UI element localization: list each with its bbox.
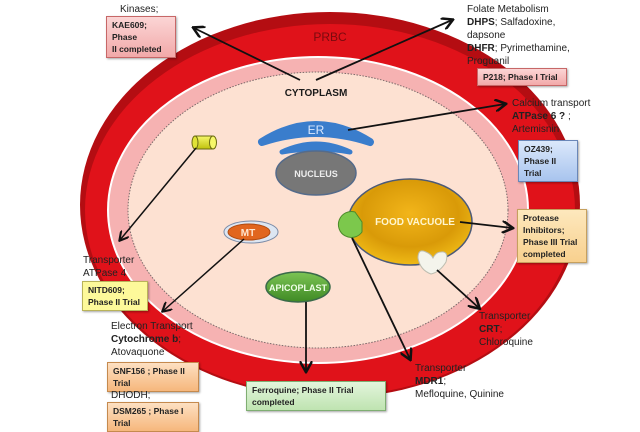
- calcium-drug: Artemisnin: [512, 124, 560, 135]
- protease-line1: Protease: [523, 213, 559, 223]
- mitochondrion: [227, 223, 271, 241]
- food-vacuole-label: FOOD VACUOLE: [375, 217, 455, 228]
- apicoplast-drug-line2: completed: [252, 397, 295, 407]
- atpase4-drug-box: NITD609; Phase II Trial: [82, 281, 148, 311]
- calcium-target-label: Calcium transport ATPase 6 ? ; Artemisni…: [512, 97, 590, 136]
- mdr1-name: MDR1: [415, 376, 444, 387]
- atpase4-channel-right-cap: [209, 135, 217, 150]
- cytochrome-b-suffix: ;: [178, 334, 182, 345]
- atpase6-name: ATPase 6 ?: [512, 111, 566, 122]
- folate-title: Folate Metabolism: [467, 4, 549, 15]
- atpase4-target-label: Transporter ATPase 4: [83, 254, 134, 280]
- er-organelle-lower: [279, 141, 353, 155]
- crt-target-label: Transporter CRT; Chloroquine: [479, 310, 533, 349]
- cytoplasm-label: CYTOPLASM: [285, 88, 348, 99]
- calcium-title: Calcium transport: [512, 98, 591, 109]
- kinases-drug-line1: KAE609; Phase: [112, 20, 147, 42]
- crt-suffix: ;: [499, 324, 503, 335]
- dhfr-name: DHFR: [467, 43, 495, 54]
- apicoplast-drug-box: Ferroquine; Phase II Trial completed: [246, 381, 386, 411]
- arrow-atpase4: [120, 147, 197, 240]
- apicoplast-drug-line1: Ferroquine; Phase II Trial: [252, 385, 354, 395]
- crt-name: CRT: [479, 324, 500, 335]
- electron-line1: Electron Transport: [111, 321, 193, 332]
- er-label: ER: [308, 123, 325, 137]
- atpase4-channel-left-cap: [191, 135, 199, 150]
- electron-target-label: Electron Transport Cytochrome b; Atovaqu…: [111, 320, 193, 359]
- cytochrome-b-name: Cytochrome b: [111, 334, 179, 345]
- dhps-drugs: ; Salfadoxine,: [494, 17, 556, 28]
- calcium-drug-line1: OZ439;: [524, 144, 553, 154]
- dhps-drugs-cont: dapsone: [467, 30, 506, 41]
- mdr1-suffix: ;: [443, 376, 447, 387]
- dhps-name: DHPS: [467, 17, 495, 28]
- mdr1-transporter-icon: [337, 211, 363, 238]
- atpase4-drug-line1: NITD609;: [88, 285, 125, 295]
- calcium-drug-box: OZ439; Phase II Trial: [518, 140, 578, 182]
- kinases-label: Kinases;: [120, 4, 159, 15]
- apicoplast: [265, 271, 331, 303]
- cytoplasm-region: [127, 71, 509, 349]
- mdr1-target-label: Transporter MDR1; Mefloquine, Quinine: [415, 362, 504, 401]
- dhfr-drugs: ; Pyrimethamine,: [494, 43, 570, 54]
- protease-drug-box: Protease Inhibitors; Phase III Trial com…: [517, 209, 587, 263]
- dhodh-drug-line1: DSM265 ; Phase I Trial: [113, 406, 184, 428]
- arrow-crt: [436, 269, 479, 308]
- calcium-drug-line2: Phase II Trial: [524, 156, 557, 178]
- arrow-kinases: [194, 28, 301, 81]
- arrow-mdr1: [351, 237, 410, 359]
- atpase4-drug-line2: Phase II Trial: [88, 297, 140, 307]
- arrow-electron: [163, 238, 245, 311]
- crt-line1: Transporter: [479, 311, 531, 322]
- crt-drug: Chloroquine: [479, 337, 533, 348]
- protease-line4: completed: [523, 249, 566, 259]
- electron-drug-line1: GNF156 ; Phase II Trial: [113, 366, 185, 388]
- atpase4-line1: Transporter: [83, 255, 135, 266]
- mt-label: MT: [241, 228, 255, 239]
- arrow-folate: [315, 20, 452, 81]
- atpase4-line2: ATPase 4: [83, 268, 127, 279]
- nucleus-label: NUCLEUS: [294, 169, 338, 179]
- nucleus: [275, 150, 357, 196]
- protease-line3: Phase III Trial: [523, 237, 578, 247]
- arrow-calcium: [347, 104, 505, 131]
- electron-drug-box: GNF156 ; Phase II Trial: [107, 362, 199, 392]
- atpase6-suffix: ;: [565, 111, 571, 122]
- folate-drug-box: P218; Phase I Trial: [477, 68, 567, 86]
- protease-line2: Inhibitors;: [523, 225, 565, 235]
- electron-drug: Atovaquone: [111, 347, 165, 358]
- kinases-drug-box: KAE609; Phase II completed: [106, 16, 176, 58]
- er-organelle-upper: [258, 121, 374, 146]
- folate-target-label: Folate Metabolism DHPS; Salfadoxine, dap…: [467, 3, 570, 68]
- apicoplast-label: APICOPLAST: [269, 283, 328, 293]
- arrow-protease: [459, 222, 512, 228]
- kinases-drug-line2: II completed: [112, 44, 162, 54]
- prbc-label: PRBC: [313, 30, 347, 44]
- mdr1-drugs: Mefloquine, Quinine: [415, 389, 504, 400]
- folate-drug-line1: P218; Phase I Trial: [483, 72, 558, 82]
- dhfr-drugs-cont: Proguanil: [467, 56, 510, 67]
- dhodh-label: DHODH;: [111, 390, 151, 401]
- crt-transporter-icon: [417, 250, 448, 275]
- dhodh-drug-box: DSM265 ; Phase I Trial: [107, 402, 199, 432]
- mdr1-line1: Transporter: [415, 363, 467, 374]
